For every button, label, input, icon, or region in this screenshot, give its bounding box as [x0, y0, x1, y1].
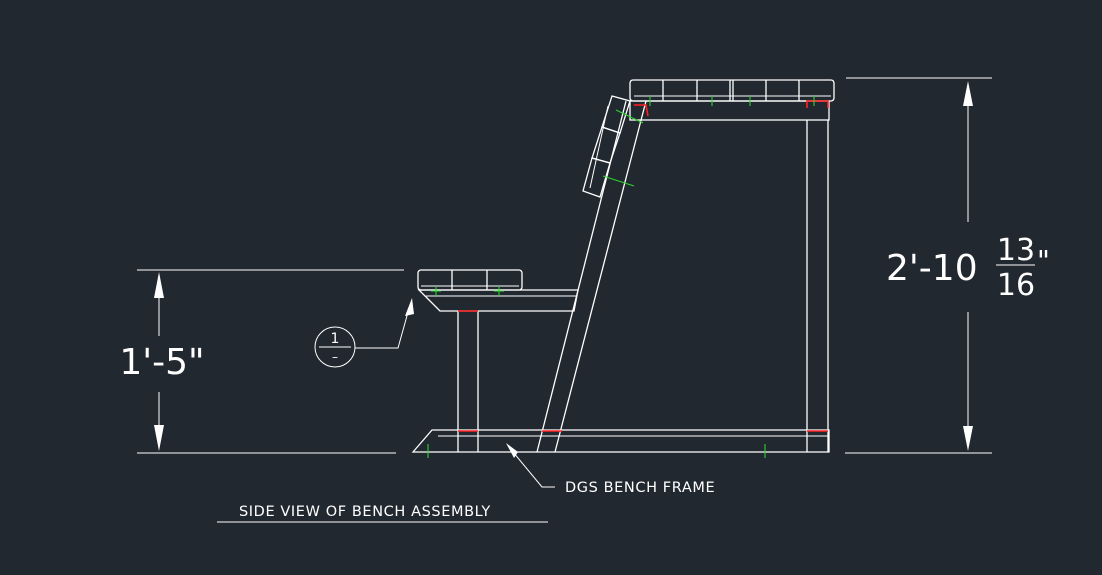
drawing-title-group: SIDE VIEW OF BENCH ASSEMBLY	[217, 504, 548, 523]
drawing-title: SIDE VIEW OF BENCH ASSEMBLY	[239, 504, 491, 520]
overall-dimension-arrow-up	[963, 81, 973, 106]
overall-height-numerator: 13	[997, 233, 1035, 268]
seat-dimension-arrow-down	[154, 425, 164, 451]
overall-height-prefix: 2'-10	[886, 248, 978, 289]
overall-height-suffix: "	[1037, 244, 1050, 277]
top-slats	[629, 79, 835, 102]
callout-leader	[355, 304, 411, 349]
seat-height-text: 1'-5"	[119, 342, 204, 383]
fastener-marks	[427, 96, 815, 458]
callout-leader-arrow	[405, 298, 414, 316]
seat-height-dimension: 1'-5"	[119, 269, 404, 454]
overall-dimension-arrow-down	[963, 426, 973, 451]
seat-dimension-arrow-up	[154, 272, 164, 298]
callout-sheet: –	[332, 350, 338, 364]
frame-label-group: DGS BENCH FRAME	[506, 443, 715, 496]
callout-number: 1	[331, 331, 340, 347]
bench-frame	[411, 79, 835, 458]
weld-marks	[458, 100, 829, 432]
frame-label-leader	[507, 445, 555, 488]
base-rail	[411, 429, 830, 453]
detail-callout: 1 –	[314, 298, 414, 368]
callout-bubble	[314, 326, 356, 368]
frame-label: DGS BENCH FRAME	[565, 480, 715, 496]
seat-support-arm	[417, 289, 579, 312]
overall-height-denominator: 16	[997, 268, 1035, 303]
backrest-slats	[582, 95, 631, 198]
seat-slats	[417, 269, 523, 291]
top-rail	[629, 100, 830, 121]
frame-label-arrow	[506, 443, 518, 458]
overall-height-dimension: 2'-10 13 16 "	[845, 77, 1050, 454]
back-post-right	[554, 100, 647, 453]
